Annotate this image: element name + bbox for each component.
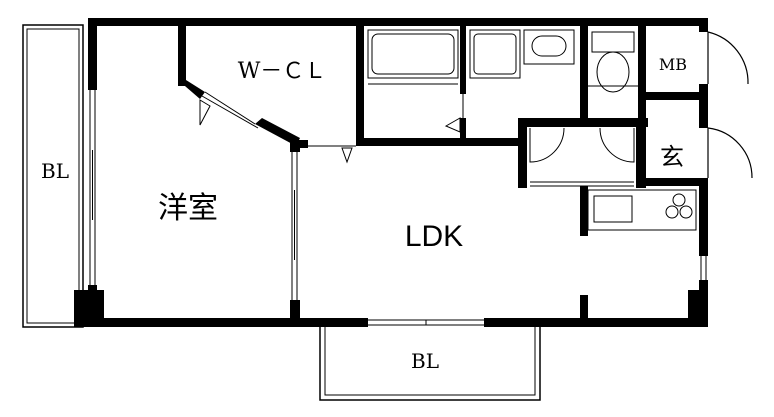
bathtub — [367, 29, 459, 85]
door-ldk — [308, 145, 356, 164]
mb-label: MB — [659, 55, 687, 74]
door-wcl — [199, 91, 259, 129]
exterior-walls — [74, 18, 708, 327]
wcl-label: W－ＣＬ — [238, 59, 327, 84]
balcony-bottom-label: BL — [411, 349, 439, 373]
entrance-label: 玄 — [660, 143, 684, 171]
window-bottom — [368, 319, 484, 326]
door-wash — [444, 94, 464, 133]
doors-corridor — [529, 127, 635, 187]
kitchen-counter — [587, 189, 697, 231]
sliding-door-bedroom — [291, 152, 298, 300]
washing-machine — [469, 29, 521, 79]
window-right — [700, 256, 707, 280]
door-entrance — [707, 127, 753, 179]
western-room-label: 洋室 — [158, 191, 218, 226]
door-mb — [707, 31, 749, 85]
toilet — [588, 31, 638, 93]
window-left — [89, 90, 96, 285]
balcony-left — [22, 24, 84, 328]
balcony-left-label: BL — [41, 159, 69, 183]
balcony-bottom — [319, 325, 541, 401]
ldk-label: LDK — [405, 220, 463, 253]
interior-walls — [178, 26, 708, 325]
wash-basin — [523, 29, 575, 65]
